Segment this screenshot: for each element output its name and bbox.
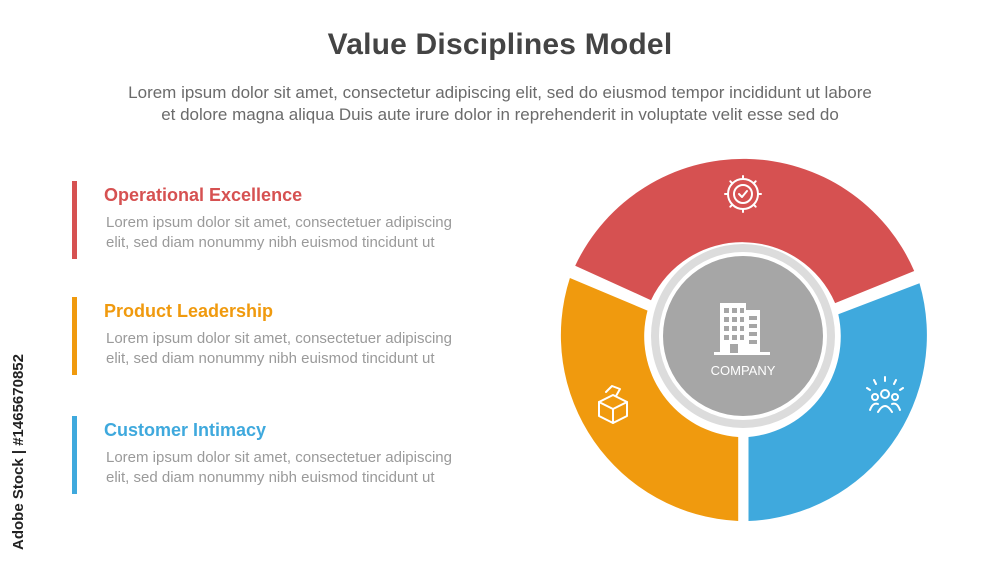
building-icon [714,303,770,355]
item-description-line-2: elit, sed diam nonummy nibh euismod tinc… [106,469,435,486]
item-description-line-1: Lorem ipsum dolor sit amet, consectetuer… [106,330,452,347]
center-label: COMPANY [711,363,776,378]
item-heading: Product Leadership [104,301,274,321]
item-description: Lorem ipsum dolor sit amet, consectetuer… [106,213,506,253]
people-group-icon [866,376,904,413]
value-disciplines-diagram: COMPANY [560,158,927,521]
box-icon [598,385,628,424]
item-description-line-1: Lorem ipsum dolor sit amet, consectetuer… [106,449,452,466]
watermark-text: Adobe Stock | #1465670852 [10,354,27,550]
item-description: Lorem ipsum dolor sit amet, consectetuer… [106,329,506,369]
segment-customer-intimacy [748,283,927,521]
item-description: Lorem ipsum dolor sit amet, consectetuer… [106,448,506,488]
accent-bar [72,181,77,259]
item-heading: Customer Intimacy [104,420,267,440]
subtitle: Lorem ipsum dolor sit amet, consectetur … [40,82,960,126]
gear-check-icon [724,175,762,213]
subtitle-line-1: Lorem ipsum dolor sit amet, consectetur … [128,83,872,102]
item-heading: Operational Excellence [104,185,303,205]
item-description-line-2: elit, sed diam nonummy nibh euismod tinc… [106,350,435,367]
item-description-line-1: Lorem ipsum dolor sit amet, consectetuer… [106,214,452,231]
segment-operational-excellence [575,158,915,304]
accent-bar [72,416,77,494]
subtitle-line-2: et dolore magna aliqua Duis aute irure d… [161,105,839,124]
segment-product-leadership [560,278,739,521]
page-title: Value Disciplines Model [327,28,673,61]
accent-bar [72,297,77,375]
item-description-line-2: elit, sed diam nonummy nibh euismod tinc… [106,234,435,251]
